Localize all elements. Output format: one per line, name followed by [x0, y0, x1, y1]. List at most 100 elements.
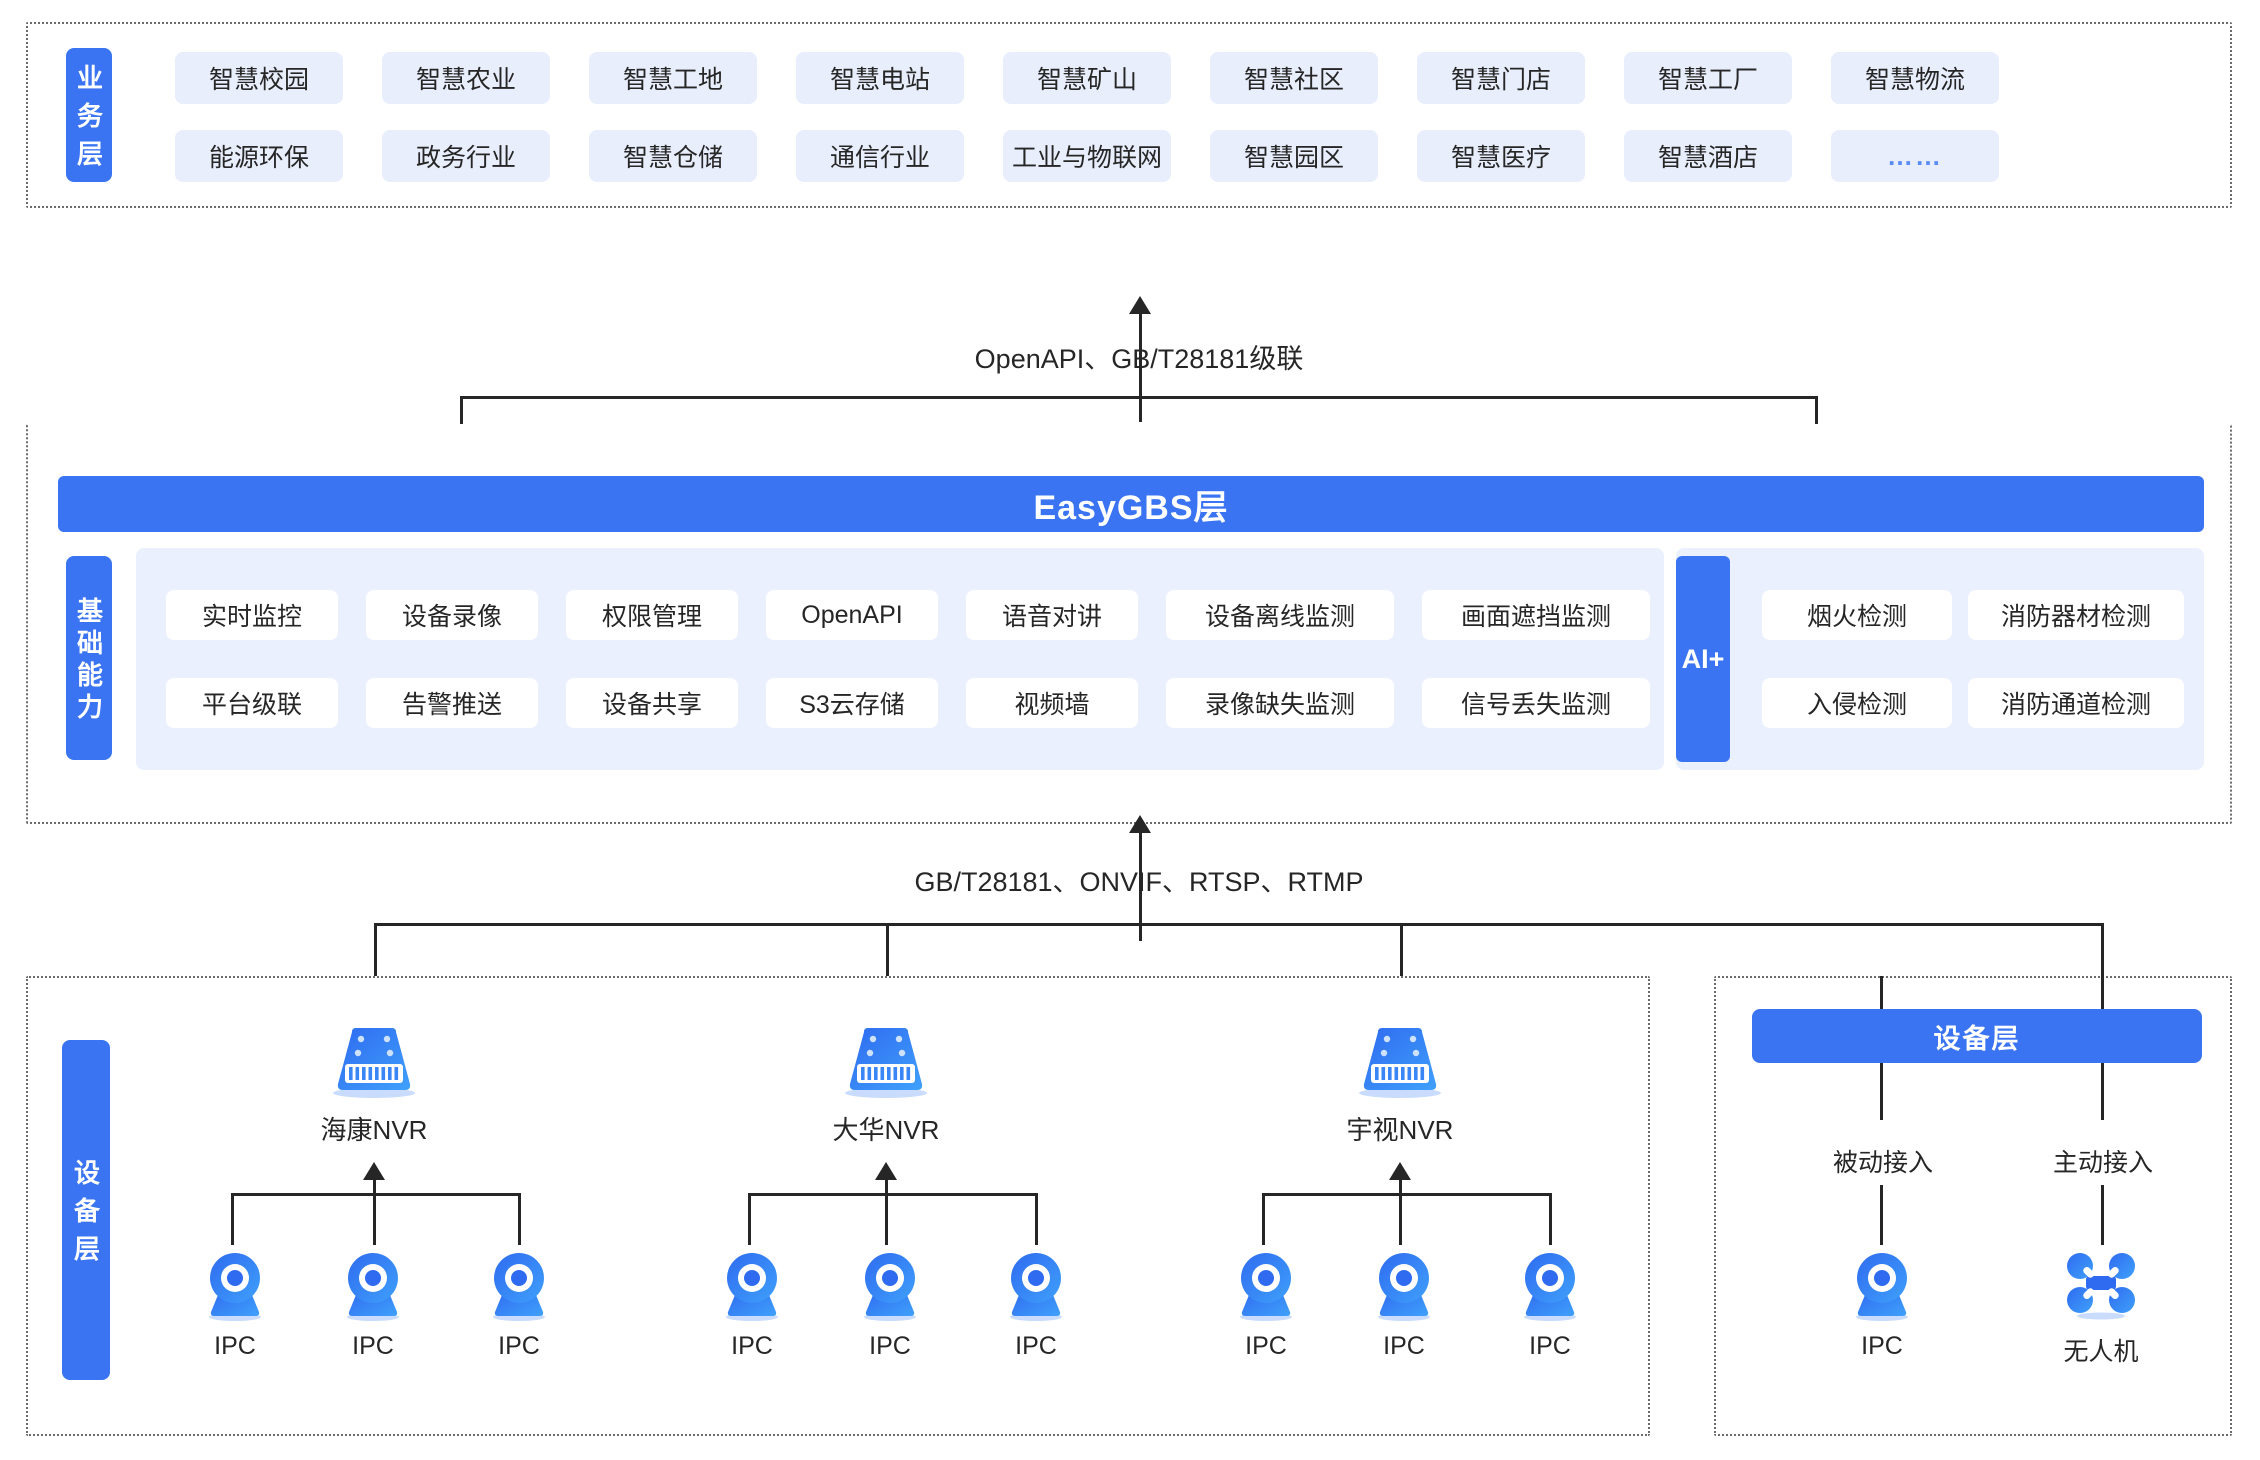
device-layer-right-bar: 设备层 — [1752, 1009, 2202, 1063]
bottom-connector-hline — [374, 923, 2104, 926]
nvr-icon[interactable] — [1354, 1026, 1446, 1098]
bottom-connector-branch-right — [2101, 923, 2104, 1001]
ipc-label: IPC — [214, 1332, 256, 1360]
capability-chip[interactable]: 信号丢失监测 — [1422, 678, 1650, 728]
capability-chip[interactable]: S3云存储 — [766, 678, 938, 728]
capability-chip[interactable]: 录像缺失监测 — [1166, 678, 1394, 728]
nvr-label: 大华NVR — [832, 1115, 940, 1145]
business-chip[interactable]: 智慧仓储 — [589, 130, 757, 182]
ipc-label: IPC — [1383, 1332, 1425, 1360]
nvr3-uplink-arrow-icon — [1389, 1162, 1411, 1180]
nvr1-cam1-vline — [231, 1193, 234, 1245]
business-chip[interactable]: 智慧矿山 — [1003, 52, 1171, 104]
nvr-label: 宇视NVR — [1346, 1115, 1454, 1145]
capability-chip[interactable]: 画面遮挡监测 — [1422, 590, 1650, 640]
nvr1-cam3-vline — [518, 1193, 521, 1245]
capability-chip[interactable]: OpenAPI — [766, 590, 938, 640]
capability-chip[interactable]: 实时监控 — [166, 590, 338, 640]
nvr1-uplink-arrow-icon — [363, 1162, 385, 1180]
top-connector-hline — [460, 396, 1818, 399]
device-right-active-vline2 — [2101, 1185, 2104, 1245]
ipc-camera-icon[interactable] — [488, 1250, 550, 1322]
nvr2-uplink-arrow-icon — [875, 1162, 897, 1180]
top-connector-label: OpenAPI、GB/T28181级联 — [974, 344, 1304, 374]
device-layer-left-side-label: 设备层 — [62, 1040, 110, 1380]
ai-capability-chip[interactable]: 消防通道检测 — [1968, 678, 2184, 728]
business-layer-side-label: 业务层 — [66, 48, 112, 182]
business-chip[interactable]: 智慧医疗 — [1417, 130, 1585, 182]
easygbs-layer-title-bar: EasyGBS层 — [58, 476, 2204, 532]
nvr3-cam1-vline — [1262, 1193, 1265, 1245]
business-chip[interactable]: 智慧园区 — [1210, 130, 1378, 182]
ipc-camera-icon[interactable] — [1519, 1250, 1581, 1322]
nvr3-cam3-vline — [1549, 1193, 1552, 1245]
business-chip[interactable]: 智慧校园 — [175, 52, 343, 104]
ipc-camera-icon[interactable] — [721, 1250, 783, 1322]
business-chip[interactable]: 政务行业 — [382, 130, 550, 182]
ipc-camera-icon[interactable] — [1005, 1250, 1067, 1322]
nvr-label: 海康NVR — [320, 1115, 428, 1145]
core-capability-panel — [136, 548, 1664, 770]
nvr2-uplink-vline — [884, 1180, 888, 1245]
nvr2-bus-hline — [748, 1193, 1038, 1196]
bottom-connector-vline — [1138, 833, 1142, 941]
ipc-label: IPC — [869, 1332, 911, 1360]
ipc-label: IPC — [352, 1332, 394, 1360]
ai-plus-tab: AI+ — [1676, 556, 1730, 762]
device-right-passive-vline — [1880, 1063, 1883, 1120]
nvr-icon[interactable] — [328, 1026, 420, 1098]
ipc-label: IPC — [1245, 1332, 1287, 1360]
business-chip[interactable]: 能源环保 — [175, 130, 343, 182]
ipc-label: IPC — [498, 1332, 540, 1360]
capability-chip[interactable]: 告警推送 — [366, 678, 538, 728]
business-chip[interactable]: 智慧物流 — [1831, 52, 1999, 104]
business-chip[interactable]: 智慧工厂 — [1624, 52, 1792, 104]
ipc-label: IPC — [731, 1332, 773, 1360]
nvr1-uplink-vline — [372, 1180, 376, 1245]
business-chip[interactable]: 工业与物联网 — [1003, 130, 1171, 182]
ipc-camera-icon[interactable] — [1235, 1250, 1297, 1322]
bottom-connector-branch-nvr2 — [886, 923, 889, 1025]
ipc-camera-icon[interactable] — [342, 1250, 404, 1322]
business-chip[interactable]: 智慧农业 — [382, 52, 550, 104]
ipc-label: IPC — [1015, 1332, 1057, 1360]
ipc-camera-icon[interactable] — [1851, 1250, 1913, 1322]
business-chip[interactable]: 通信行业 — [796, 130, 964, 182]
business-chip[interactable]: 智慧酒店 — [1624, 130, 1792, 182]
bottom-connector-branch-nvr3 — [1400, 923, 1403, 1025]
nvr2-cam1-vline — [748, 1193, 751, 1245]
ipc-camera-icon[interactable] — [1373, 1250, 1435, 1322]
device-right-top-vline — [1880, 976, 1883, 1011]
capability-chip[interactable]: 设备离线监测 — [1166, 590, 1394, 640]
bottom-connector-branch-nvr1 — [374, 923, 377, 1025]
bottom-connector-arrow-icon — [1129, 815, 1151, 833]
capability-chip[interactable]: 平台级联 — [166, 678, 338, 728]
capability-chip[interactable]: 权限管理 — [566, 590, 738, 640]
nvr3-uplink-vline — [1398, 1180, 1402, 1245]
business-chip[interactable]: 智慧门店 — [1417, 52, 1585, 104]
business-chip[interactable]: 智慧电站 — [796, 52, 964, 104]
bottom-connector-label: GB/T28181、ONVIF、RTSP、RTMP — [914, 867, 1364, 897]
business-chip[interactable]: 智慧工地 — [589, 52, 757, 104]
business-chip[interactable]: 智慧社区 — [1210, 52, 1378, 104]
top-connector-arrow-icon — [1129, 296, 1151, 314]
ai-capability-chip[interactable]: 入侵检测 — [1762, 678, 1952, 728]
ipc-camera-icon[interactable] — [859, 1250, 921, 1322]
capability-chip[interactable]: 设备共享 — [566, 678, 738, 728]
ipc-camera-icon[interactable] — [204, 1250, 266, 1322]
nvr1-bus-hline — [231, 1193, 521, 1196]
ai-capability-chip[interactable]: 消防器材检测 — [1968, 590, 2184, 640]
top-connector-vline — [1138, 314, 1142, 422]
access-mode-label: 主动接入 — [2052, 1149, 2153, 1177]
platform-capability-side-label: 基础能力 — [66, 556, 112, 760]
device-right-top-vline2 — [2101, 976, 2104, 1011]
ai-capability-chip[interactable]: 烟火检测 — [1762, 590, 1952, 640]
drone-icon[interactable] — [2066, 1252, 2136, 1320]
capability-chip[interactable]: 视频墙 — [966, 678, 1138, 728]
nvr-icon[interactable] — [840, 1026, 932, 1098]
business-chip-more[interactable]: …… — [1831, 130, 1999, 182]
capability-chip[interactable]: 设备录像 — [366, 590, 538, 640]
capability-chip[interactable]: 语音对讲 — [966, 590, 1138, 640]
device-right-active-vline — [2101, 1063, 2104, 1120]
access-mode-label: 被动接入 — [1832, 1149, 1933, 1177]
